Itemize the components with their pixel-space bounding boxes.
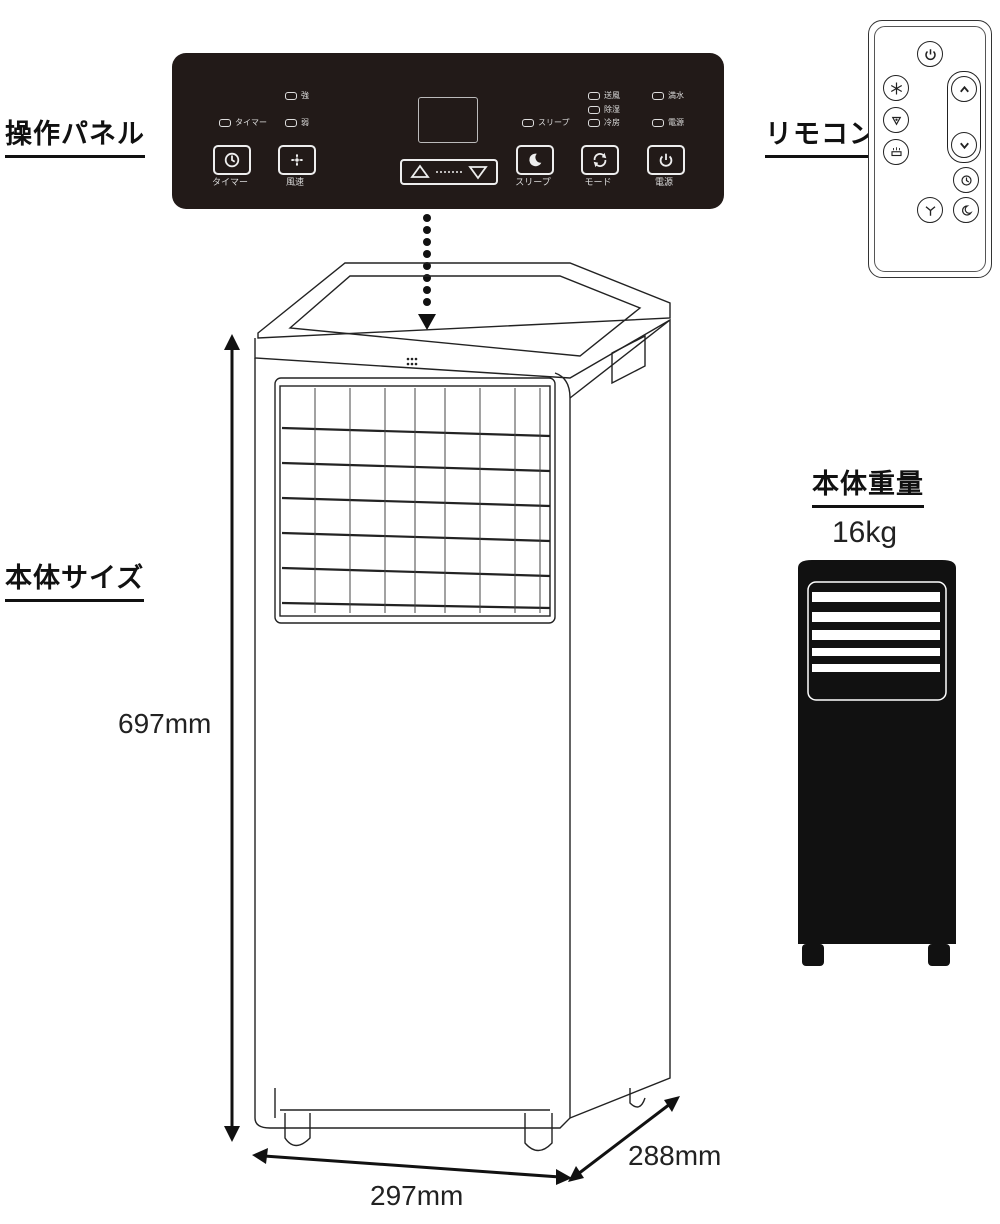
sleep-label: スリープ — [515, 178, 551, 188]
remote-cool-button[interactable] — [883, 75, 909, 101]
remote-inner-outline — [874, 26, 986, 272]
led-power: 電源 — [652, 117, 684, 128]
mode-button[interactable] — [581, 145, 619, 175]
depth-label: 288mm — [628, 1140, 722, 1171]
led-cooling: 冷房 — [588, 117, 620, 128]
display-window — [418, 97, 478, 143]
led-fan-mode: 送風 — [588, 90, 620, 101]
remote-control — [868, 20, 992, 278]
mode-icon — [593, 152, 607, 168]
remote-fan-speed-button[interactable] — [883, 107, 909, 133]
led-timer: タイマー — [219, 117, 267, 128]
unit-front-drawing — [254, 262, 671, 1152]
timer-icon — [960, 174, 972, 186]
width-label: 297mm — [370, 1180, 464, 1211]
unit-silhouette — [798, 560, 956, 966]
chevron-down-icon — [959, 142, 969, 149]
remote-sleep-button[interactable] — [953, 197, 979, 223]
remote-power-button[interactable] — [917, 41, 943, 67]
led-strong: 強 — [285, 90, 309, 101]
fan-speed-icon — [891, 116, 901, 125]
fan-icon — [925, 205, 935, 216]
timer-label: タイマー — [211, 178, 248, 188]
sleep-icon — [961, 204, 973, 216]
up-down-control — [400, 159, 498, 185]
up-triangle-icon[interactable] — [410, 164, 430, 178]
mode-label: モード — [584, 178, 612, 188]
fan-icon — [291, 154, 303, 166]
dehumidify-icon — [890, 146, 902, 156]
size-heading: 本体サイズ — [5, 556, 145, 602]
remote-timer-button[interactable] — [953, 167, 979, 193]
panel-heading: 操作パネル — [5, 112, 145, 158]
height-label: 697mm — [118, 708, 212, 739]
fan-speed-label: 風速 — [285, 178, 304, 188]
power-icon — [924, 48, 936, 60]
down-triangle-icon[interactable] — [468, 166, 488, 180]
led-dehumidify: 除湿 — [588, 104, 620, 115]
fan-speed-button[interactable] — [278, 145, 316, 175]
remote-heading: リモコン — [765, 112, 877, 158]
sleep-button[interactable] — [516, 145, 554, 175]
remote-up-button[interactable] — [951, 76, 977, 102]
led-sleep: スリープ — [522, 117, 570, 128]
sleep-icon — [529, 153, 542, 167]
remote-up-down-rocker — [947, 71, 981, 163]
weight-value: 16kg — [832, 516, 898, 549]
control-panel: 強 タイマー 弱 スリープ 送風 除湿 冷房 満水 電源 タイマー 風速 スリー… — [172, 53, 724, 209]
power-label: 電源 — [654, 178, 673, 188]
power-button[interactable] — [647, 145, 685, 175]
weight-heading: 本体重量 — [812, 462, 924, 508]
chevron-up-icon — [959, 85, 969, 92]
remote-dehumidify-button[interactable] — [883, 139, 909, 165]
power-icon — [659, 153, 673, 167]
depth-arrow — [568, 1096, 680, 1182]
remote-fan-button[interactable] — [917, 197, 943, 223]
timer-icon — [224, 152, 240, 168]
timer-button[interactable] — [213, 145, 251, 175]
led-water-full: 満水 — [652, 90, 684, 101]
snowflake-icon — [890, 82, 902, 94]
led-weak: 弱 — [285, 117, 309, 128]
height-arrow — [224, 334, 240, 1142]
width-arrow — [252, 1148, 572, 1185]
remote-down-button[interactable] — [951, 132, 977, 158]
